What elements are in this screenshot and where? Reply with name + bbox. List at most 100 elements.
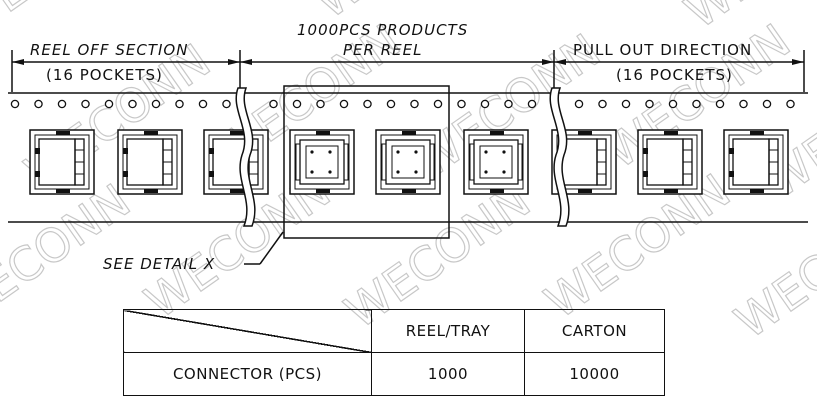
products-count-label: 1000PCS PRODUCTS	[297, 21, 469, 39]
column-header-carton: CARTON	[524, 309, 665, 353]
connector-latch	[123, 148, 128, 154]
sprocket-hole	[739, 99, 748, 109]
pocket-outline	[463, 129, 529, 195]
pocket-connector-top	[375, 129, 441, 195]
pocket-notch	[490, 131, 504, 135]
pocket-connector-side	[29, 129, 95, 195]
tape-pockets	[29, 129, 789, 195]
break-marks	[235, 87, 570, 227]
pocket-notch	[144, 189, 158, 193]
connector-cavity	[305, 145, 339, 179]
table-corner-cell	[123, 309, 372, 353]
sprocket-hole	[762, 99, 772, 109]
connector-latch	[123, 171, 128, 177]
connector-tab	[517, 143, 523, 181]
sprocket-hole	[574, 99, 584, 109]
pocket-notch	[578, 189, 592, 193]
pocket-connector-side	[637, 129, 703, 195]
sprocket-hole	[480, 99, 490, 109]
sprocket-hole	[645, 99, 654, 109]
connector-pin	[414, 170, 418, 174]
sprocket-hole	[198, 99, 208, 109]
connector-pin	[310, 150, 314, 154]
break-mark-right	[549, 87, 570, 227]
pocket-notch	[664, 131, 678, 135]
pocket-notch	[750, 131, 764, 135]
pocket-notch	[56, 189, 70, 193]
connector-pin	[502, 170, 506, 174]
arrow-head	[240, 59, 252, 65]
sprocket-holes	[10, 99, 795, 109]
connector-tab	[295, 143, 301, 181]
sprocket-hole	[363, 99, 372, 109]
sprocket-hole	[269, 99, 278, 109]
connector-tab	[381, 143, 387, 181]
arrow-head	[542, 59, 554, 65]
connector-pin	[396, 170, 400, 174]
pocket-notch	[230, 189, 244, 193]
pocket-notch	[490, 189, 504, 193]
sprocket-hole	[386, 99, 396, 109]
pocket-notch	[664, 189, 678, 193]
sprocket-hole	[34, 99, 43, 109]
pocket-connector-top	[463, 129, 529, 195]
connector-latch	[729, 171, 734, 177]
sprocket-hole	[128, 99, 137, 109]
pocket-notch	[402, 189, 416, 193]
connector-latch	[35, 171, 40, 177]
packing-quantity-table: REEL/TRAY CARTON CONNECTOR (PCS) 1000 10…	[123, 309, 665, 396]
detail-x-callout	[244, 85, 450, 265]
sprocket-hole	[715, 99, 725, 109]
connector-latch	[209, 148, 214, 154]
watermark-text: WECONN	[495, 0, 699, 9]
sprocket-hole	[410, 99, 419, 109]
sprocket-hole	[10, 99, 20, 109]
connector-pin	[328, 170, 332, 174]
per-reel-label: PER REEL	[343, 41, 423, 59]
watermark-text: WECONN	[725, 183, 817, 349]
pocket-notch	[144, 131, 158, 135]
cell-reel-quantity: 1000	[371, 352, 525, 396]
sprocket-hole	[786, 99, 795, 109]
row-label-connector: CONNECTOR (PCS)	[123, 352, 372, 396]
column-header-reel-tray: REEL/TRAY	[371, 309, 525, 353]
pocket-notch	[316, 189, 330, 193]
dimension-lines	[11, 50, 805, 92]
pocket-connector-side	[203, 129, 269, 195]
sprocket-hole	[621, 99, 631, 109]
sprocket-hole	[292, 99, 302, 109]
connector-cavity	[479, 145, 513, 179]
pocket-connector-side	[117, 129, 183, 195]
pocket-notch	[750, 189, 764, 193]
pocket-notch	[578, 131, 592, 135]
connector-cavity	[391, 145, 425, 179]
connector-tab	[469, 143, 475, 181]
table-header-row: REEL/TRAY CARTON	[123, 309, 665, 353]
pocket-outline	[289, 129, 355, 195]
sprocket-hole	[339, 99, 349, 109]
sprocket-hole	[598, 99, 607, 109]
pocket-connector-side	[723, 129, 789, 195]
sprocket-hole	[316, 99, 325, 109]
arrow-head	[554, 59, 566, 65]
connector-tab	[343, 143, 349, 181]
pull-out-direction-label: PULL OUT DIRECTION	[573, 41, 753, 59]
sprocket-hole	[222, 99, 231, 109]
break-mark-left	[235, 87, 256, 227]
sprocket-hole	[81, 99, 90, 109]
sprocket-hole	[57, 99, 67, 109]
detail-leader-line	[259, 231, 284, 265]
pocket-notch	[230, 131, 244, 135]
sprocket-hole	[433, 99, 443, 109]
arrow-head	[228, 59, 240, 65]
arrow-head	[12, 59, 24, 65]
pull-out-pockets-label: (16 POCKETS)	[616, 66, 733, 84]
sprocket-hole	[151, 99, 161, 109]
cell-carton-quantity: 10000	[524, 352, 665, 396]
connector-latch	[729, 148, 734, 154]
connector-latch	[643, 148, 648, 154]
pocket-outline	[375, 129, 441, 195]
sprocket-hole	[457, 99, 466, 109]
connector-pin	[414, 150, 418, 154]
